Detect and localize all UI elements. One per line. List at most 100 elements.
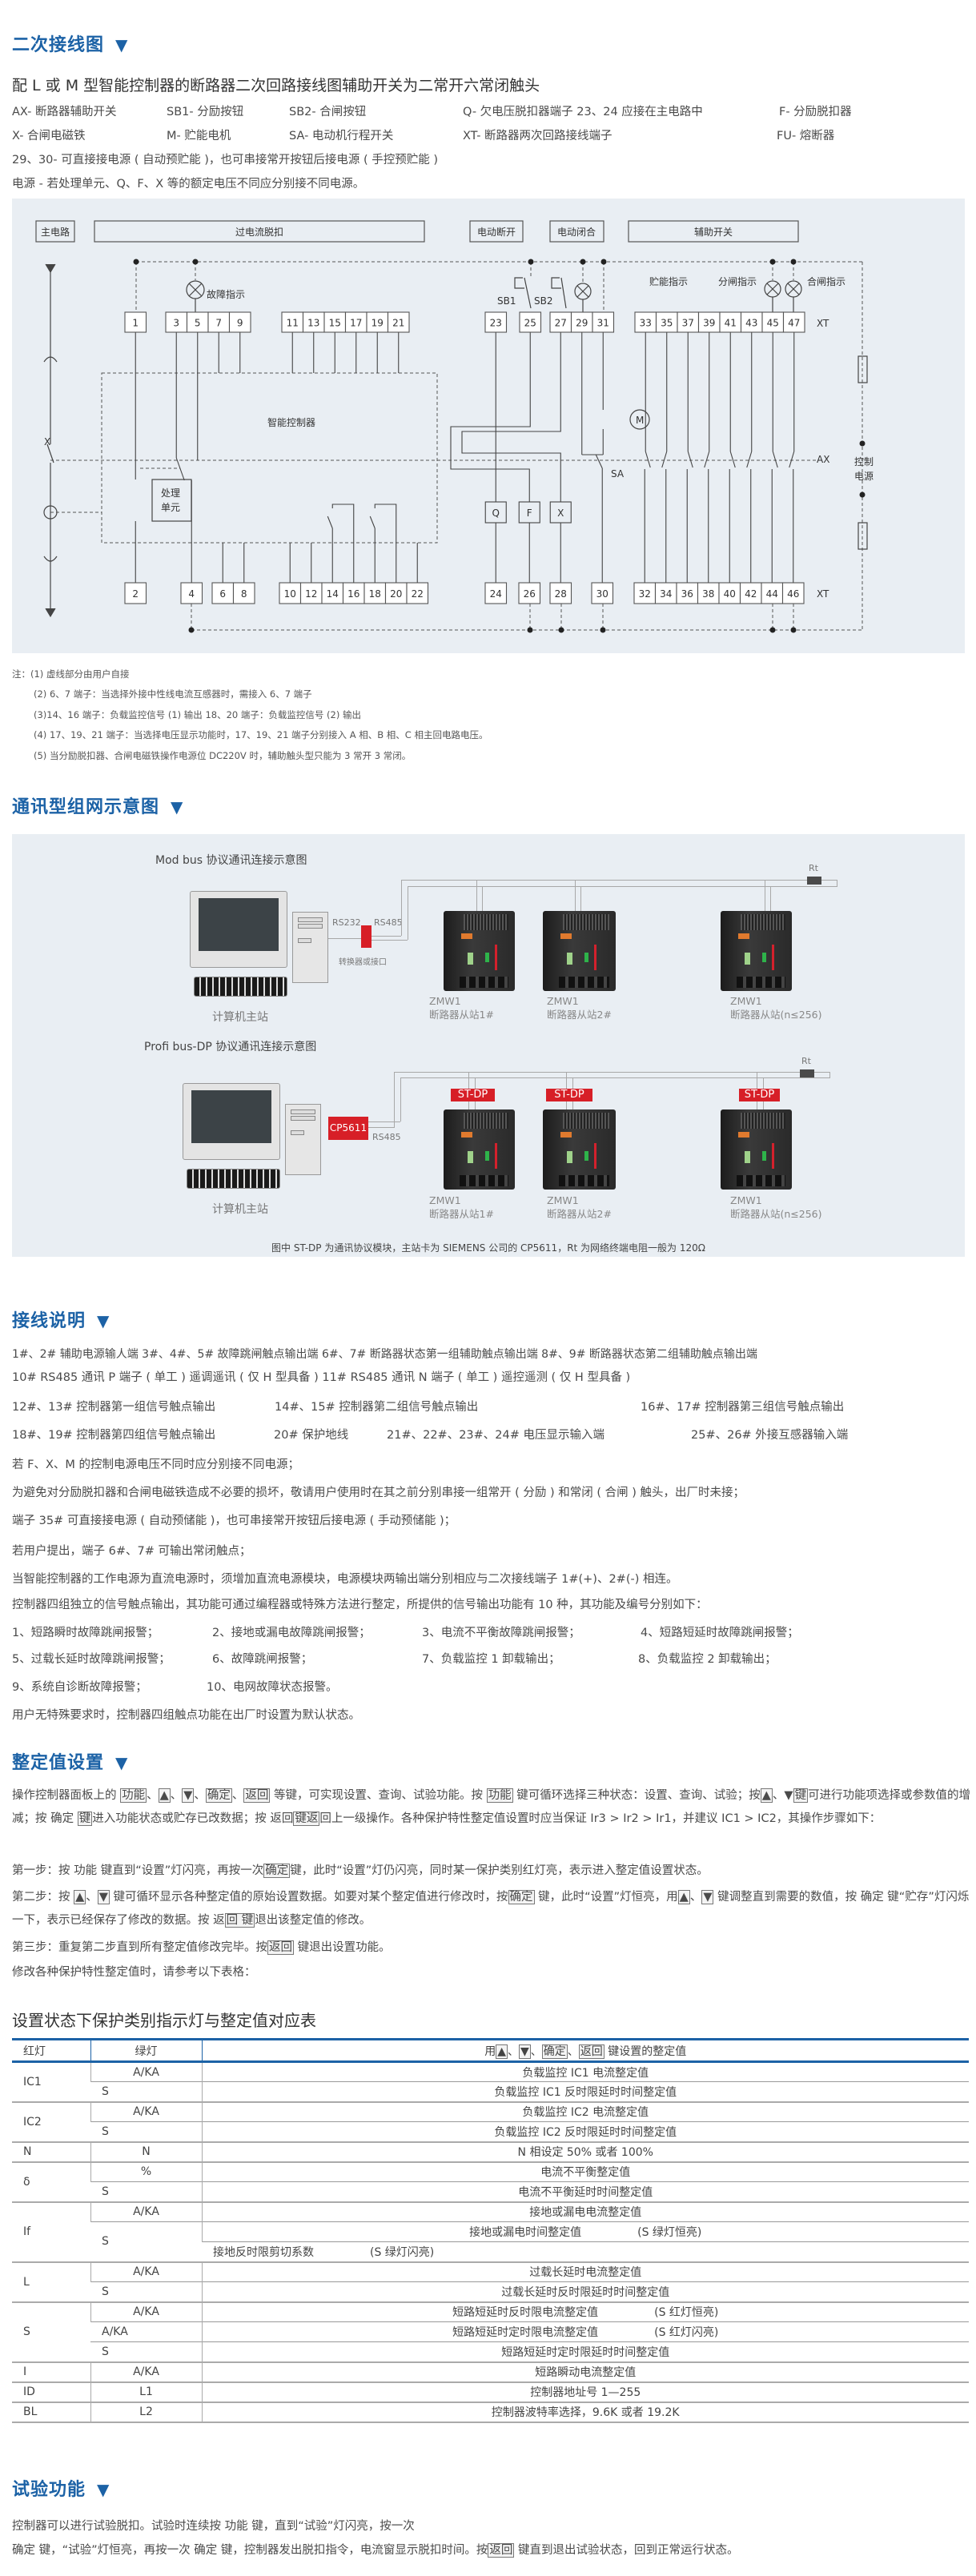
terminal-cell — [124, 582, 147, 604]
breaker-image — [444, 1109, 515, 1190]
table-row: 接地反时限剪切系数 (S 绿灯闪亮) — [12, 2242, 969, 2262]
key-label: ▼ — [519, 2044, 531, 2059]
green-lamp-cell: L1 — [90, 2381, 202, 2402]
text-segment: 操作控制器面板上的 — [12, 1789, 121, 1802]
terminal-cell — [697, 311, 721, 333]
wiring-line: 若 F、X、M 的控制电源电压不同时应分别接不同电源； — [12, 1459, 300, 1471]
green-lamp-cell: A/KA — [90, 2201, 202, 2222]
alarm-item: 8、负载监控 2 卸载输出； — [638, 1653, 777, 1666]
terminal-cell — [228, 311, 251, 333]
green-lamp-cell: A/KA — [90, 2061, 202, 2082]
wiring-item: 21#、22#、23#、24# 电压显示输入端 — [387, 1429, 605, 1442]
col-header-value: 用▲、▼、确定、返回 键设置的整定值 — [201, 2039, 969, 2062]
terminal-cell — [740, 311, 763, 333]
terminal-number: 35 — [661, 318, 673, 329]
key-label: 确定 — [205, 1788, 232, 1803]
box-motor-open — [469, 220, 524, 243]
st-dp-module: ST-DP — [451, 1089, 495, 1101]
test-line-2: 确定 键，“试验”灯恒亮，再按一次 确定 键，控制器发出脱扣指令，电流窗显示脱扣… — [12, 2539, 738, 2562]
key-label: 键 — [77, 1812, 93, 1826]
fuse-top — [858, 355, 868, 383]
legend-item: M- 贮能电机 — [167, 130, 231, 142]
label-motor-open: 电动断开 — [477, 226, 516, 238]
wiring-item: 12#、13# 控制器第一组信号触点输出 — [12, 1401, 216, 1414]
note-2: (2) 6、7 端子：当选择外接中性线电流互感器时，需接入 6、7 端子 — [34, 688, 312, 700]
rt-label: Rt — [809, 863, 818, 873]
setting-desc: 接地反时限剪切系数 — [213, 2245, 314, 2259]
red-lamp-cell: IC2 — [23, 2115, 42, 2129]
text-segment: 进入功能状态或贮存已改数据；按 返回 — [92, 1812, 294, 1825]
heading-text: 整定值设置 — [12, 1753, 105, 1773]
alarm-item: 1、短路瞬时故障跳闸报警； — [12, 1627, 159, 1639]
profibus-line-b — [400, 1077, 830, 1078]
table-title: 设置状态下保护类别指示灯与整定值对应表 — [12, 2011, 316, 2030]
box-overcurrent — [94, 220, 425, 243]
text-segment: 键，此时“设置”灯仍闪亮，同时某一保护类别红灯亮，表示进入整定值设置状态。 — [290, 1864, 709, 1877]
setting-value-cell: 负载监控 IC1 反时限延时时间整定值 — [201, 2081, 969, 2102]
terminal-number: 13 — [307, 318, 319, 329]
key-label: ▲ — [158, 1788, 171, 1803]
legend-item: SA- 电动机行程开关 — [289, 130, 394, 142]
legend-item: Q- 欠电压脱扣器端子 23、24 应接在主电路中 — [463, 106, 703, 118]
user-wiring-dashed — [50, 261, 863, 631]
note-4: (4) 17、19、21 端子：当选择电压显示功能时，17、19、21 端子分别… — [34, 729, 488, 740]
key-label: 功能 — [120, 1788, 147, 1803]
setting-value-cell: 电流不平衡延时时间整定值 — [201, 2181, 969, 2202]
step-1: 第一步：按 功能 键直到“设置”灯闪亮，再按一次确定键，此时“设置”灯仍闪亮，同… — [12, 1860, 973, 1883]
label-power-1: 控制 — [854, 456, 874, 467]
slave-name: 断路器从站(n≤256) — [730, 1208, 822, 1220]
slave-name: 断路器从站2# — [547, 1009, 612, 1021]
terminal-cell — [302, 311, 325, 333]
terminal-number: 23 — [490, 318, 502, 329]
terminal-cell — [342, 582, 365, 604]
terminal-number: 14 — [327, 588, 339, 600]
text-segment: 、 — [231, 1789, 244, 1802]
terminal-number: 4 — [188, 588, 195, 600]
green-lamp-cell: N — [90, 2141, 202, 2162]
legend-item: SB2- 合闸按钮 — [289, 106, 367, 118]
green-lamp-cell: L2 — [90, 2401, 202, 2422]
terminal-number: 6 — [219, 588, 226, 600]
alarm-item: 9、系统自诊断故障报警； — [12, 1681, 147, 1694]
setting-note: (S 红灯恒亮) — [654, 2306, 719, 2320]
terminal-number: 5 — [195, 318, 201, 329]
text-segment: 、 — [530, 2044, 542, 2058]
green-lamp-cell: S — [102, 2185, 109, 2198]
setting-note: (S 绿灯恒亮) — [637, 2226, 702, 2239]
terminal-number: 21 — [392, 318, 404, 329]
rs485-label: RS485 — [372, 1132, 401, 1142]
terminal-cell — [180, 582, 203, 604]
terminal-number: 38 — [702, 588, 714, 600]
terminal-cell — [406, 582, 429, 604]
terminal-number: 12 — [305, 588, 317, 600]
heading-text: 试验功能 — [12, 2480, 86, 2500]
alarm-item: 4、短路短延时故障跳闸报警； — [641, 1627, 799, 1639]
label-proc-unit-1: 处理 — [161, 488, 180, 499]
model-label: ZMW1 — [547, 995, 579, 1007]
green-lamp-cell: A/KA — [90, 2101, 202, 2122]
key-label: 回 键 — [224, 1913, 255, 1928]
label-fault-lamp: 故障指示 — [207, 288, 245, 300]
setting-desc: N 相设定 50% 或者 100% — [517, 2146, 653, 2159]
setting-value-cell: 负载监控 IC1 电流整定值 — [201, 2061, 969, 2082]
wiring-item: 14#、15# 控制器第二组信号触点输出 — [275, 1401, 479, 1414]
text-segment: 、 — [567, 2044, 579, 2058]
terminal-number: 42 — [745, 588, 757, 600]
setting-desc: 负载监控 IC1 电流整定值 — [522, 2066, 649, 2080]
red-lamp-cell: S — [23, 2325, 30, 2338]
text-segment: 退出该整定值的修改。 — [255, 1914, 372, 1927]
diagram-title: 配 L 或 M 型智能控制器的断路器二次回路接线图辅助开关为二常开六常闭触头 — [12, 77, 540, 94]
breaker-image — [721, 911, 792, 991]
green-lamp-cell: S — [102, 2084, 109, 2098]
setting-note: (S 绿灯闪亮) — [370, 2245, 435, 2259]
red-lamp-cell: ID — [23, 2385, 35, 2398]
profibus-line-a — [394, 1072, 830, 1073]
setting-value-cell: 电流不平衡整定值 — [201, 2161, 969, 2182]
legend-item: F- 分励脱扣器 — [779, 106, 852, 118]
